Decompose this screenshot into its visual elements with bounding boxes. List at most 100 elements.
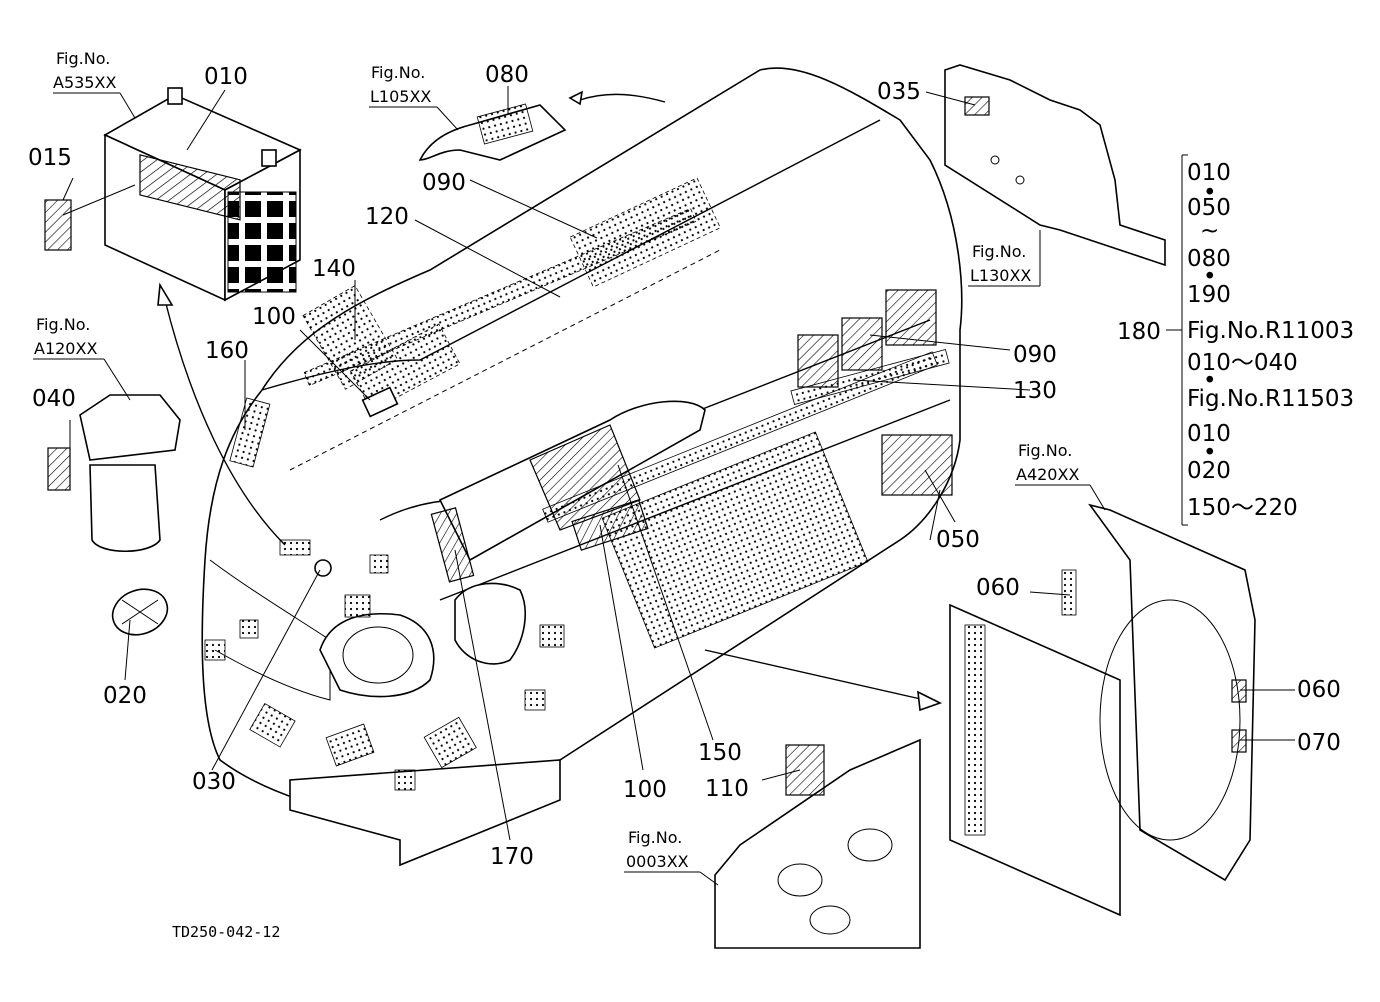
callout-040: 040 bbox=[32, 386, 76, 412]
callout-060-upper: 060 bbox=[976, 575, 1020, 601]
callout-180: 180 bbox=[1117, 319, 1161, 345]
lower-chassis bbox=[289, 759, 561, 867]
kit-separator: • bbox=[1203, 440, 1217, 466]
callout-140: 140 bbox=[312, 256, 356, 282]
filter-bowl bbox=[89, 464, 161, 553]
callout-160: 160 bbox=[205, 338, 249, 364]
fuel-filter bbox=[47, 394, 181, 553]
drawing-code: TD250-042-12 bbox=[172, 923, 280, 941]
callout-070: 070 bbox=[1297, 730, 1341, 756]
decal-130-stripe bbox=[790, 349, 950, 405]
fan-ring bbox=[1099, 599, 1241, 841]
decal-050 bbox=[881, 434, 953, 496]
callout-010-battery: 010 bbox=[204, 64, 248, 90]
filler-cap bbox=[111, 588, 169, 636]
kit-item: 010～040 bbox=[1187, 350, 1298, 376]
fig-ref-0003-l1: Fig.No. bbox=[628, 828, 682, 847]
decal-150 bbox=[529, 424, 641, 531]
headlight-left-lens bbox=[342, 626, 414, 684]
callouts: 010 015 080 090 120 140 100 160 040 020 … bbox=[28, 62, 1341, 870]
decal-015 bbox=[44, 199, 72, 251]
decal-120-stripe bbox=[303, 207, 697, 387]
leader-lines bbox=[62, 86, 1295, 841]
callout-110: 110 bbox=[705, 776, 749, 802]
fig-ref-l105-l1: Fig.No. bbox=[371, 63, 425, 82]
figure-references: Fig.No. A535XX Fig.No. L105XX Fig.No. L1… bbox=[33, 49, 1106, 886]
kit-item: 020 bbox=[1187, 458, 1231, 484]
kit-separator: • bbox=[1203, 264, 1217, 290]
radiator-assembly bbox=[949, 503, 1256, 917]
fig-ref-l105-l2: L105XX bbox=[370, 87, 431, 106]
hood-panel-l105 bbox=[418, 90, 666, 161]
callout-150: 150 bbox=[698, 740, 742, 766]
battery-terminal-left bbox=[167, 87, 183, 105]
fig-ref-l130-l1: Fig.No. bbox=[972, 242, 1026, 261]
kit-item: 190 bbox=[1187, 282, 1231, 308]
callout-060-lower: 060 bbox=[1297, 677, 1341, 703]
decal-100-side bbox=[571, 499, 649, 551]
headlight-right bbox=[454, 582, 526, 665]
battery-terminal-right bbox=[261, 149, 277, 167]
battery-grid-label bbox=[227, 191, 297, 293]
callout-100-bottom: 100 bbox=[623, 777, 667, 803]
decal-110 bbox=[785, 744, 825, 796]
kit-item: Fig.No.R11003 bbox=[1187, 318, 1354, 344]
callout-100-top: 100 bbox=[252, 304, 296, 330]
callout-015: 015 bbox=[28, 145, 72, 171]
side-panel-l130 bbox=[944, 64, 1166, 267]
fig-ref-a420-l1: Fig.No. bbox=[1018, 441, 1072, 460]
decal-170 bbox=[430, 507, 475, 583]
decal-090-side-3 bbox=[885, 289, 937, 346]
arrow-swap bbox=[579, 93, 666, 103]
callout-020: 020 bbox=[103, 683, 147, 709]
fig-ref-a120-l1: Fig.No. bbox=[36, 315, 90, 334]
kit-separator: • bbox=[1203, 180, 1217, 206]
side-mesh-panel bbox=[601, 431, 869, 649]
decal-060-lower bbox=[1231, 679, 1247, 703]
fig-ref-a420-l2: A420XX bbox=[1016, 465, 1079, 484]
fan-shroud bbox=[1088, 503, 1256, 882]
battery bbox=[103, 87, 302, 302]
callout-130: 130 bbox=[1013, 378, 1057, 404]
decal-040 bbox=[47, 447, 71, 491]
kit-item: 010 bbox=[1187, 160, 1231, 186]
fig-ref-a120-l2: A120XX bbox=[34, 339, 97, 358]
decal-090-side-2 bbox=[841, 317, 883, 371]
decal-060-upper bbox=[1061, 569, 1077, 616]
decal-035 bbox=[964, 96, 990, 116]
decal-070 bbox=[1231, 729, 1247, 753]
latch-bracket bbox=[361, 386, 399, 418]
emblem-030 bbox=[314, 559, 332, 577]
decal-080 bbox=[476, 103, 534, 145]
radiator-fins bbox=[964, 624, 986, 836]
callout-080: 080 bbox=[485, 62, 529, 88]
fig-ref-0003-l2: 0003XX bbox=[626, 852, 689, 871]
kit-item: 010 bbox=[1187, 421, 1231, 447]
kit-item: 150～220 bbox=[1187, 495, 1298, 521]
radiator-core bbox=[949, 603, 1121, 917]
fig-ref-a535-l1: Fig.No. bbox=[56, 49, 110, 68]
callout-050: 050 bbox=[936, 527, 980, 553]
kit-item: 080 bbox=[1187, 246, 1231, 272]
front-mesh-pattern bbox=[204, 539, 565, 791]
arrow-battery bbox=[164, 299, 286, 546]
fig-ref-a535-l2: A535XX bbox=[53, 73, 116, 92]
callout-030: 030 bbox=[192, 769, 236, 795]
callout-120: 120 bbox=[365, 204, 409, 230]
callout-090-side: 090 bbox=[1013, 342, 1057, 368]
kit-list: 010 • 050 ~ 080 • 190 Fig.No.R11003 010～… bbox=[1187, 160, 1354, 521]
callout-170: 170 bbox=[490, 844, 534, 870]
hood-assembly bbox=[201, 67, 963, 867]
callout-035: 035 bbox=[877, 79, 921, 105]
arrow-radiator bbox=[704, 649, 926, 701]
fig-ref-l130-l2: L130XX bbox=[970, 266, 1031, 285]
kit-item: Fig.No.R11503 bbox=[1187, 386, 1354, 412]
decal-160 bbox=[229, 397, 271, 468]
callout-090-top: 090 bbox=[422, 170, 466, 196]
decal-090-side-1 bbox=[797, 334, 839, 388]
kit-separator: • bbox=[1203, 368, 1217, 394]
filter-head bbox=[79, 394, 181, 461]
headlight-left bbox=[319, 612, 435, 698]
kit-item: 050 bbox=[1187, 195, 1231, 221]
